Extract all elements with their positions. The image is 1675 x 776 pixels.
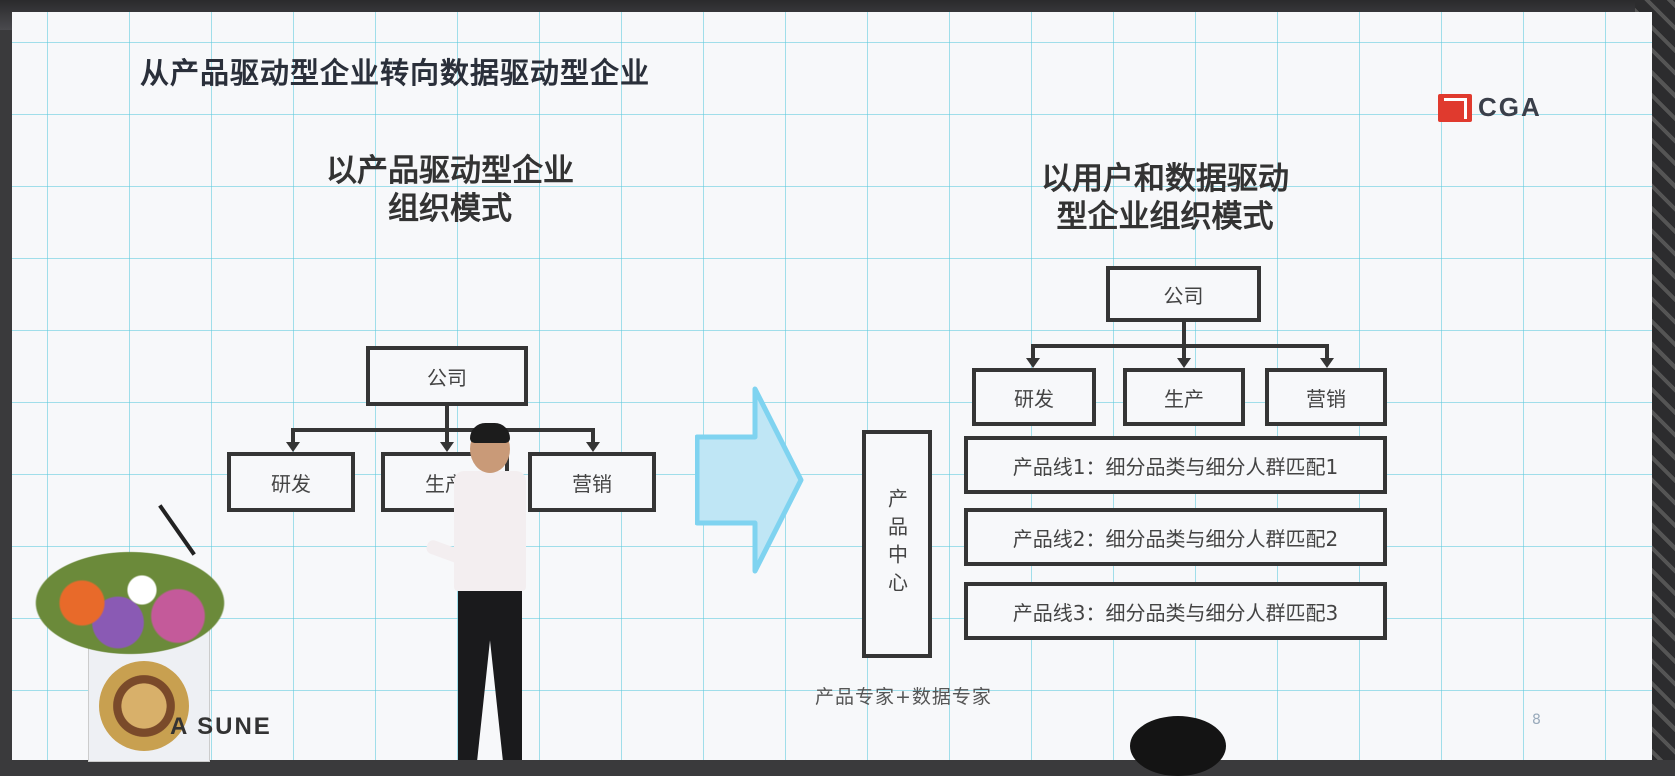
- left-connector-drop-3: [591, 428, 595, 442]
- left-connector-drop-1: [291, 428, 295, 442]
- cga-logo-text: CGA: [1478, 92, 1542, 122]
- presenter-hair: [470, 423, 510, 443]
- left-arrowhead-3: [586, 442, 600, 452]
- right-connector-drop-3: [1325, 344, 1329, 358]
- left-heading: 以产品驱动型企业 组织模式: [300, 152, 600, 228]
- podium-emblem: [99, 661, 189, 751]
- right-connector-vertical: [1182, 322, 1186, 346]
- left-connector-drop-2: [445, 428, 449, 442]
- cga-logo-icon: [1438, 94, 1472, 122]
- left-connector-horizontal: [291, 428, 595, 432]
- left-root-box: 公司: [366, 346, 528, 406]
- projection-screen: [12, 12, 1652, 760]
- left-heading-line2: 组织模式: [388, 191, 512, 227]
- product-line-box-1: 产品线1：细分品类与细分人群匹配1: [964, 436, 1387, 494]
- product-line-box-3: 产品线3：细分品类与细分人群匹配3: [964, 582, 1387, 640]
- footer-note: 产品专家+数据专家: [815, 686, 992, 708]
- right-arrowhead-3: [1320, 358, 1334, 368]
- audience-head: [1130, 716, 1226, 776]
- left-arrowhead-1: [286, 442, 300, 452]
- left-child-box-3: 营销: [528, 452, 656, 512]
- right-child-box-2: 生产: [1123, 368, 1245, 426]
- right-connector-drop-1: [1031, 344, 1035, 358]
- right-child-box-3: 营销: [1265, 368, 1387, 426]
- sponsor-banner-text: A SUNE: [170, 713, 272, 740]
- flower-arrangement: [10, 538, 250, 668]
- left-heading-line1: 以产品驱动型企业: [326, 153, 574, 189]
- right-heading: 以用户和数据驱动 型企业组织模式: [1015, 160, 1315, 236]
- right-arrowhead-1: [1026, 358, 1040, 368]
- presenter-legs: [458, 589, 522, 760]
- slide-title: 从产品驱动型企业转向数据驱动型企业: [140, 56, 651, 90]
- right-connector-drop-2: [1182, 344, 1186, 358]
- right-heading-line2: 型企业组织模式: [1056, 199, 1274, 235]
- page-number: 8: [1532, 712, 1541, 728]
- transition-arrow-icon: [695, 386, 804, 574]
- right-arrowhead-2: [1177, 358, 1191, 368]
- right-child-box-1: 研发: [972, 368, 1096, 426]
- left-arrowhead-2: [440, 442, 454, 452]
- product-center-box: 产品中心: [862, 430, 932, 658]
- left-child-box-1: 研发: [227, 452, 355, 512]
- presenter-shirt: [454, 471, 526, 591]
- right-root-box: 公司: [1106, 266, 1261, 322]
- right-connector-horizontal: [1031, 344, 1329, 348]
- product-line-box-2: 产品线2：细分品类与细分人群匹配2: [964, 508, 1387, 566]
- presenter: [424, 423, 540, 760]
- cga-logo: CGA: [1438, 92, 1568, 126]
- left-connector-vertical: [445, 406, 449, 430]
- right-heading-line1: 以用户和数据驱动: [1041, 161, 1289, 197]
